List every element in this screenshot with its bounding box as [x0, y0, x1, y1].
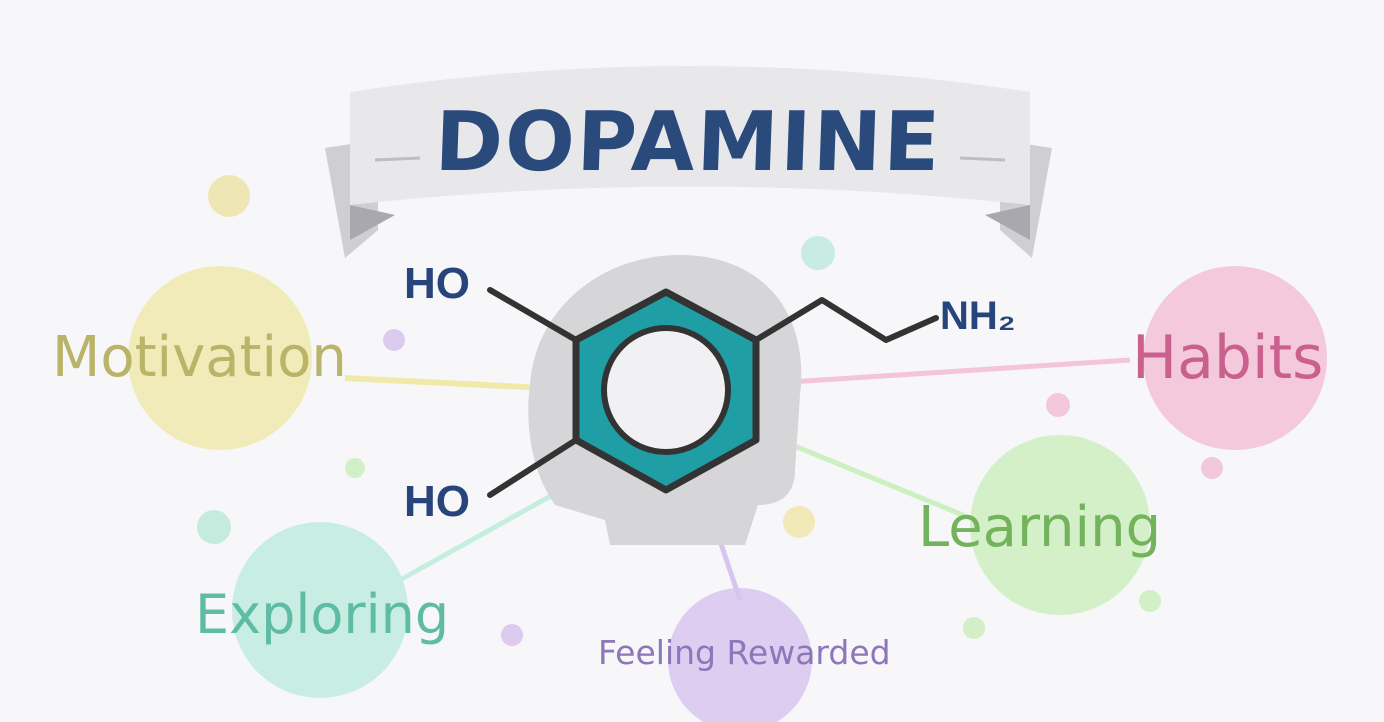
ethylamine-chain: [753, 297, 939, 343]
decorative-dot: [383, 329, 405, 351]
motivation-label: Motivation: [52, 325, 347, 390]
habits-label: Habits: [1132, 323, 1324, 393]
amine-label: NH₂: [940, 294, 1016, 338]
habits-bubble: [1143, 266, 1327, 450]
learning-bubble: [970, 435, 1150, 615]
decorative-dot: [1139, 590, 1161, 612]
decorative-dot: [1046, 393, 1070, 417]
feeling-rewarded-label: Feeling Rewarded: [598, 633, 891, 672]
learning-connector: [779, 437, 976, 523]
decorative-dot: [801, 236, 835, 270]
hydroxyl-bottom-bond: [487, 437, 579, 498]
decorative-dot: [783, 506, 815, 538]
title-text: DOPAMINE: [433, 95, 944, 190]
exploring-connector: [398, 485, 567, 583]
decorative-dot: [963, 617, 985, 639]
exploring-bubble: [232, 522, 408, 698]
motivation-bubble: [128, 266, 312, 450]
exploring-label: Exploring: [195, 583, 450, 646]
learning-label: Learning: [918, 495, 1162, 560]
feeling-rewarded-bubble: [668, 588, 812, 722]
decorative-dot: [501, 624, 523, 646]
title-ribbon: [325, 66, 1052, 258]
aromatic-ring-circle: [601, 325, 731, 455]
decorative-dot: [197, 510, 231, 544]
hydroxyl-bottom-label: HO: [404, 477, 470, 526]
feeling-rewarded-connector: [715, 534, 743, 601]
decorative-dot: [345, 458, 365, 478]
decorative-dot: [208, 175, 250, 217]
hydroxyl-top-bond: [487, 287, 579, 343]
habits-connector: [789, 357, 1131, 385]
decorative-dot: [1201, 457, 1223, 479]
hydroxyl-top-label: HO: [404, 259, 470, 308]
